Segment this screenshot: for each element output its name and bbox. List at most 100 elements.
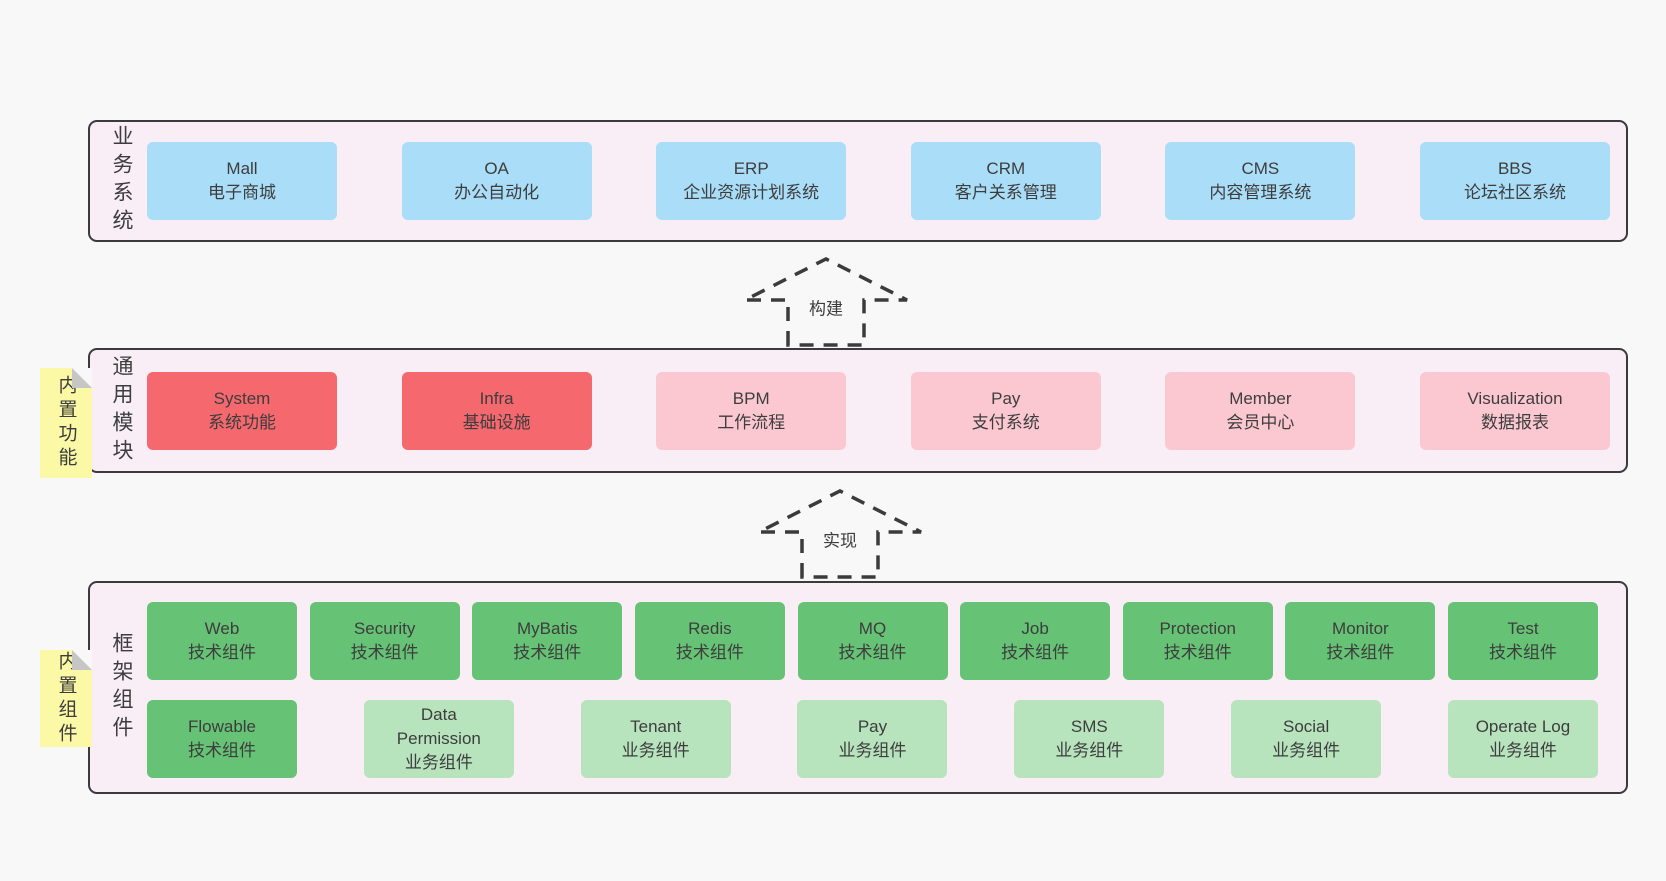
node-subtitle: 业务组件 [404,752,473,772]
node-title: CMS [1241,159,1280,179]
up-arrow-icon [758,489,922,579]
node-mq: MQ 技术组件 [797,602,948,680]
node-flowable: Flowable 技术组件 [147,700,297,778]
node-subtitle: 技术组件 [1326,643,1395,662]
sticky-note-built-in-components: 内置组件 [40,650,92,747]
node-data-permission: Data Permission 业务组件 [363,700,514,778]
node-title: OA [484,159,509,179]
node-title: Infra [479,388,514,408]
node-subtitle: 技术组件 [188,643,256,662]
node-title: Flowable [187,717,257,737]
node-pay-component: Pay 业务组件 [797,700,948,778]
folded-corner-icon [72,368,92,388]
node-title: Data Permission [396,705,481,749]
node-cms: CMS 内容管理系统 [1165,142,1356,220]
node-title: Social [1282,717,1330,737]
layer-common-modules: 通用模块 System 系统功能 Infra 基础设施 BPM 工作流程 Pay… [88,348,1628,473]
build-arrow: 构建 [741,255,911,347]
node-subtitle: 业务组件 [621,741,690,760]
node-visualization: Visualization 数据报表 [1419,371,1610,450]
implement-arrow: 实现 [755,487,925,579]
node-title: BPM [732,388,770,408]
node-test: Test 技术组件 [1448,602,1598,680]
node-subtitle: 技术组件 [513,643,582,662]
node-pay: Pay 支付系统 [910,371,1101,450]
node-title: ERP [733,159,769,179]
node-title: Mall [226,159,258,179]
node-subtitle: 论坛社区系统 [1463,183,1566,202]
node-operate-log: Operate Log 业务组件 [1447,700,1598,778]
node-subtitle: 技术组件 [675,643,744,662]
node-subtitle: 技术组件 [1489,643,1557,662]
node-bbs: BBS 论坛社区系统 [1419,142,1610,220]
node-subtitle: 技术组件 [188,741,256,760]
node-subtitle: 技术组件 [1001,643,1070,662]
node-title: Job [1021,619,1049,639]
note-label: 内置组件 [55,650,77,747]
node-title: Test [1507,619,1539,639]
node-subtitle: 会员中心 [1226,412,1295,432]
node-job: Job 技术组件 [960,602,1111,680]
node-title: MQ [858,619,887,639]
note-label: 内置功能 [55,375,77,471]
node-subtitle: 技术组件 [350,643,419,662]
layer-framework-components: 框架组件 Web 技术组件 Security 技术组件 MyBatis 技术组件… [88,581,1628,794]
node-title: Pay [857,717,888,737]
node-title: MyBatis [517,619,578,639]
node-sms: SMS 业务组件 [1014,700,1165,778]
node-title: SMS [1070,717,1108,737]
node-security: Security 技术组件 [309,602,460,680]
layer-label-modules: 通用模块 [110,354,133,467]
node-title: System [213,388,271,408]
node-title: Monitor [1332,619,1389,639]
implement-arrow-label: 实现 [819,524,861,554]
node-subtitle: 支付系统 [971,412,1040,432]
node-title: Operate Log [1475,717,1571,737]
business-node-row: Mall 电子商城 OA 办公自动化 ERP 企业资源计划系统 CRM 客户关系… [147,142,1610,220]
node-title: Tenant [630,717,682,737]
node-title: Protection [1159,619,1237,639]
sticky-note-built-in-features: 内置功能 [40,368,92,478]
layer-business-systems: 业务系统 Mall 电子商城 OA 办公自动化 ERP 企业资源计划系统 CRM… [88,120,1628,242]
node-subtitle: 业务组件 [838,741,907,760]
node-erp: ERP 企业资源计划系统 [656,142,847,220]
build-arrow-label: 构建 [805,292,847,322]
node-subtitle: 电子商城 [208,183,276,202]
node-infra: Infra 基础设施 [401,371,592,450]
node-subtitle: 业务组件 [1272,741,1341,760]
node-subtitle: 客户关系管理 [954,183,1057,202]
node-subtitle: 技术组件 [838,643,907,662]
node-subtitle: 技术组件 [1163,643,1232,662]
node-protection: Protection 技术组件 [1122,602,1273,680]
node-title: Security [353,619,416,639]
node-subtitle: 内容管理系统 [1209,183,1312,202]
node-subtitle: 办公自动化 [454,183,540,202]
layer-label-business: 业务系统 [110,125,133,237]
node-member: Member 会员中心 [1165,371,1356,450]
node-mybatis: MyBatis 技术组件 [472,602,623,680]
node-oa: OA 办公自动化 [401,142,592,220]
node-title: Web [204,619,240,639]
node-subtitle: 基础设施 [462,412,531,432]
node-bpm: BPM 工作流程 [656,371,847,450]
up-arrow-icon [744,257,908,347]
node-subtitle: 工作流程 [717,412,786,432]
node-title: Redis [688,619,732,639]
node-redis: Redis 技术组件 [634,602,785,680]
node-mall: Mall 电子商城 [147,142,337,220]
node-social: Social 业务组件 [1231,700,1382,778]
node-title: BBS [1497,159,1532,179]
node-title: Visualization [1467,388,1563,408]
modules-node-row: System 系统功能 Infra 基础设施 BPM 工作流程 Pay 支付系统… [147,371,1610,450]
node-tenant: Tenant 业务组件 [580,700,731,778]
node-web: Web 技术组件 [147,602,297,680]
node-subtitle: 数据报表 [1480,412,1549,432]
node-subtitle: 企业资源计划系统 [683,183,820,202]
node-title: Pay [991,388,1021,408]
node-subtitle: 业务组件 [1055,741,1124,760]
layer-label-components: 框架组件 [110,631,133,744]
node-title: Member [1229,388,1292,408]
node-monitor: Monitor 技术组件 [1285,602,1436,680]
components-node-grid: Web 技术组件 Security 技术组件 MyBatis 技术组件 Redi… [147,602,1598,778]
node-title: CRM [986,159,1026,179]
